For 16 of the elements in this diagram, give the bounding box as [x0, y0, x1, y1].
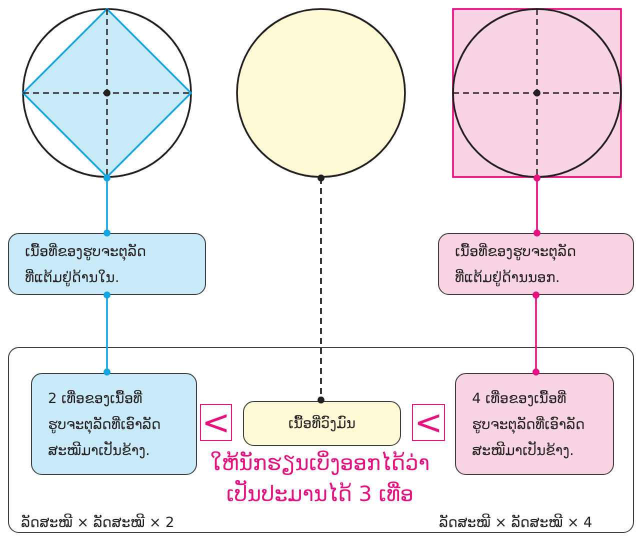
- connector-line: [318, 174, 324, 404]
- note-text: ໃຫ້ນັກຮຽນເບິ່ງອອກໄດ້ວ່າ ເປັນປະມານໄດ້ 3 ເທື່ອ: [209, 450, 431, 508]
- formula-text: ລັດສະໝີ × ລັດສະໝີ × 4: [439, 515, 592, 531]
- less-than-sign: <: [412, 404, 445, 441]
- text-box: 2 ເທື່ອຂອງເນື້ອທີ່ ຮູບຈະຕຸລັດທີ່ເອົາລັດ ສະໝີມາເປັນຂ້າງ.: [31, 373, 197, 475]
- formula-text: ລັດສະໝີ × ລັດສະໝີ × 2: [21, 515, 174, 531]
- connector-line: [104, 174, 110, 236]
- less-than-sign: <: [200, 404, 232, 441]
- text-box: ເນື້ອທີ່ຂອງຮູບຈະຕຸລັດ ທີ່ແຕ້ມຢູ່ດ້ານນອກ.: [438, 233, 634, 295]
- frame-panel: [8, 347, 634, 533]
- text-box: ເນື້ອທີ່ວົງມົນ: [243, 401, 401, 446]
- connector-line: [532, 292, 540, 376]
- text-box: 4 ເທື່ອຂອງເນື້ອທີ່ ຮູບຈະຕຸລັດທີ່ເອົາລັດ ສະໝີມາເປັນຂ້າງ.: [455, 373, 614, 475]
- connector-line: [534, 174, 540, 236]
- text-box: ເນື້ອທີ່ຂອງຮູບຈະຕຸລັດ ທີ່ແຕ້ມຢູ່ດ້ານໃນ.: [8, 233, 206, 295]
- connector-line: [104, 292, 110, 376]
